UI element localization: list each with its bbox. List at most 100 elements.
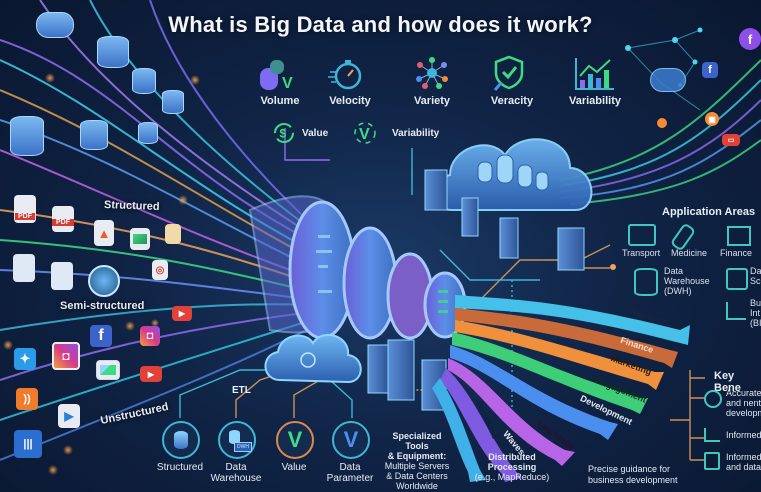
label-line: Warehouse <box>664 276 710 286</box>
tools-line: & Data Centers <box>386 471 448 481</box>
globe-icon <box>300 352 316 368</box>
truck-icon <box>628 224 656 246</box>
v-letter-icon: V <box>343 427 359 452</box>
server-racks <box>367 169 585 411</box>
label-line: Accurate <box>726 388 761 398</box>
label-line: Warehouse <box>210 473 262 484</box>
coin-icon <box>657 118 667 128</box>
guidance-line: business development <box>588 475 678 485</box>
data-warehouse-circle: DWH <box>218 421 256 459</box>
video-icon: ▭ <box>722 134 740 146</box>
app-area-business-intelligence: Bu Int (BI <box>750 298 761 328</box>
label-line: Informed <box>726 452 761 462</box>
image-file-icon <box>130 228 150 250</box>
stopwatch-icon <box>328 57 362 91</box>
label-line: Data <box>339 462 361 473</box>
app-area-transport: Transport <box>622 248 661 258</box>
pdf-badge: PDF <box>52 219 74 226</box>
business-guidance: Precise guidance for business developmen… <box>588 464 678 486</box>
svg-text:V: V <box>359 126 370 143</box>
label-line: Int <box>750 308 761 318</box>
pdf-file-icon: PDF <box>14 195 36 223</box>
rss-icon: )) <box>16 388 38 410</box>
svg-text:$: $ <box>280 127 287 141</box>
label-line: Bu <box>750 298 761 308</box>
chrome-file-icon: ◎ <box>152 260 168 280</box>
database-icon <box>229 430 240 444</box>
v-label-veracity: Veracity <box>490 95 534 107</box>
database-icon <box>174 431 188 449</box>
edit-document-icon <box>704 452 720 470</box>
instagram-icon: ◘ <box>52 342 80 370</box>
database-v-icon: V <box>258 58 298 92</box>
pdf-badge: PDF <box>15 213 35 220</box>
app-area-medicine: Medicine <box>671 248 708 258</box>
v-label-variability: Variability <box>569 95 621 107</box>
audio-wave-icon: ||| <box>14 430 42 458</box>
label-value-bottom: Value <box>281 462 307 473</box>
database-icon <box>97 36 129 68</box>
label-line: Da <box>750 266 761 276</box>
v-cycle-icon: V <box>352 120 378 146</box>
benefit-informed: Informed <box>726 430 761 440</box>
growth-chart-icon <box>574 56 616 92</box>
v-letter-icon: V <box>287 427 303 452</box>
processing-heading: Processing <box>487 462 537 472</box>
v-label-value: Value <box>302 128 329 139</box>
benefit-informed-data: Informed and data <box>726 452 761 472</box>
app-area-data-science: Da Sc <box>750 266 761 286</box>
fire-file-icon: ▲ <box>94 220 114 246</box>
dollar-cycle-icon: $ <box>273 122 295 144</box>
twitter-icon: ✦ <box>14 348 36 370</box>
bar-chart-icon <box>726 302 746 320</box>
label-line: (BI <box>750 318 761 328</box>
connector-dot <box>610 264 616 270</box>
page-title: What is Big Data and how does it work? <box>168 12 593 37</box>
growth-chart-icon <box>704 428 720 442</box>
facebook-icon: f <box>702 62 718 78</box>
lock-icon: ▣ <box>705 112 719 126</box>
svg-text:V: V <box>282 75 293 92</box>
wave-image-icon <box>88 265 120 297</box>
facebook-icon: f <box>739 28 761 50</box>
text-file-icon <box>51 262 73 290</box>
distributed-processing: Distributed Processing (e.g., MapReduce) <box>474 452 550 482</box>
glow-dots <box>3 73 200 475</box>
database-icon <box>162 90 184 114</box>
cloud-network-icon <box>650 68 686 92</box>
label-structured-bottom: Structured <box>156 462 204 473</box>
tools-description: Specialized Tools & Equipment: Multiple … <box>382 431 452 491</box>
video-file-icon: ▶ <box>58 404 80 428</box>
label-semi-structured: Semi-structured <box>60 300 145 312</box>
key-benefits-heading: Key Bene <box>714 370 741 394</box>
network-variety-icon <box>414 55 450 91</box>
data-parameter-circle: V <box>332 421 370 459</box>
label-line: developm <box>726 408 761 418</box>
youtube-icon: ▶ <box>140 366 162 382</box>
guidance-line: Precise guidance for <box>588 464 671 474</box>
app-area-dwh: Data Warehouse (DWH) <box>664 266 710 296</box>
processing-funnel <box>248 195 467 340</box>
tools-line: Multiple Servers <box>384 461 450 471</box>
image-icon <box>96 360 120 380</box>
youtube-icon: ▶ <box>172 306 192 321</box>
database-icon <box>80 120 108 150</box>
tools-line: Worldwide <box>396 481 438 491</box>
label-line: and data <box>726 462 761 472</box>
label-line: (DWH) <box>664 286 692 296</box>
value-circle: V <box>276 421 314 459</box>
dwh-badge: DWH <box>234 442 252 452</box>
facebook-icon: f <box>90 325 112 347</box>
cloud-servers <box>432 138 593 211</box>
instagram-icon: ◘ <box>140 326 160 346</box>
data-streams-right <box>559 59 761 205</box>
processing-example: (e.g., MapReduce) <box>474 472 550 482</box>
label-line: Sc <box>750 276 761 286</box>
cloud-bottom <box>264 334 362 384</box>
tools-heading: Specialized Tools <box>392 431 442 451</box>
gear-clock-icon <box>704 390 722 408</box>
application-areas-heading: Application Areas <box>662 206 756 218</box>
